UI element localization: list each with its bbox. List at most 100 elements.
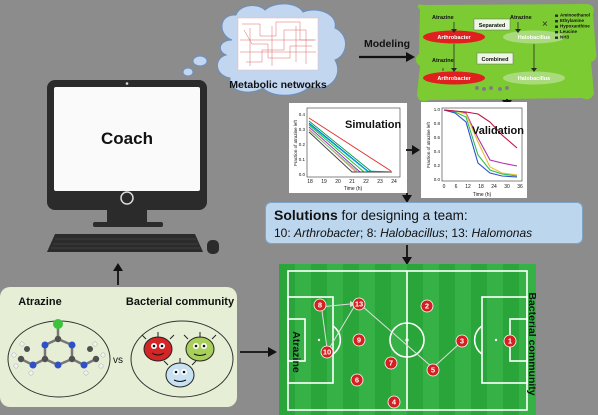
player-10-number: 10 [323,348,331,357]
validation-xtick: 18 [478,184,484,190]
simulation-xtick: 19 [321,179,327,185]
player-13-marker [352,297,366,311]
player-6-number: 6 [355,376,359,385]
thought-bubbles [182,55,208,77]
validation-xtick: 0 [443,184,446,190]
community-input-label: Bacterial community [126,296,235,308]
simulation-xtick: 18 [307,179,313,185]
cloud-label: Metabolic networks [229,79,327,91]
validation-label: Validation [472,125,524,137]
validation-ytick: 0.2 [434,163,441,168]
solution-number: 10: [274,226,295,240]
player-3-number: 3 [460,337,464,346]
input-to-field-arrow [240,347,277,357]
validation-xtick: 30 [504,184,510,190]
validation-xtick: 24 [491,184,497,190]
model-arthrobacter-top: Arthrobacter [437,35,471,41]
nutrient-item: Leucine [560,29,578,34]
solutions-title-bold: Solutions [274,207,338,223]
model-atrazine-top: Atrazine [432,15,454,21]
solution-species: Arthrobacter [294,226,361,240]
solution-number: ; 8: [360,226,381,240]
nutrient-item: NH3 [560,35,569,40]
solution-species: Halomonas [471,226,533,240]
player-9-number: 9 [357,336,361,345]
player-8-marker [313,298,327,312]
player-10-marker [320,345,334,359]
model-arthrobacter-bottom: Arthrobacter [437,76,471,82]
validation-plot [421,102,527,198]
solutions-box: Solutions for designing a team: 10: Arth… [265,202,583,244]
modeling-label: Modeling [364,38,410,50]
validation-ytick: 0.0 [434,177,441,182]
model-halobacillus-top: Halobacillus [518,35,550,41]
player-1-number: 1 [508,337,512,346]
model-panel: × [415,4,597,102]
simulation-xtick: 21 [349,179,355,185]
solution-number: ; 13: [444,226,472,240]
coach-monitor [47,80,207,227]
solutions-team-line: 10: Arthrobacter; 8: Halobacillus; 13: H… [274,226,574,240]
validation-ylabel: Fraction of atrazine left [426,121,431,168]
vs-label: vs [113,355,123,366]
bacterium-red-icon [141,332,175,362]
simulation-ytick: 0.1 [299,157,306,162]
players-layer: 8 13 2 10 9 3 1 7 5 6 4 [313,297,517,409]
validation-xlabel: Time (h) [473,192,492,198]
simulation-to-validation-arrow [406,145,420,155]
solutions-title: Solutions for designing a team: [274,207,574,223]
player-4-number: 4 [392,398,397,407]
atrazine-input-label: Atrazine [18,296,61,308]
nutrient-item: Ethylamine [560,18,585,23]
player-8-number: 8 [318,301,322,310]
solutions-to-field-arrow [402,245,412,265]
validation-xtick: 12 [465,184,471,190]
simulation-ytick: 0.2 [299,142,306,147]
simulation-ytick: 0.0 [299,172,306,177]
validation-xtick: 36 [517,184,523,190]
validation-ytick: 0.4 [434,149,441,154]
simulation-plot [289,103,407,193]
player-6-marker [350,373,364,387]
svg-text:×: × [542,19,548,30]
simulation-xlabel: Time (h) [344,186,363,192]
simulation-ytick: 0.3 [299,127,306,132]
validation-xtick: 6 [455,184,458,190]
player-5-marker [426,363,440,377]
nutrient-item: Hypoxanthine [560,24,590,29]
player-7-number: 7 [389,359,393,368]
pass-lines [319,303,460,368]
keyboard [47,234,219,254]
simulation-ytick: 0.4 [299,112,306,117]
simulation-xtick: 23 [377,179,383,185]
player-13-number: 13 [355,300,363,309]
coach-label: Coach [101,129,153,148]
solution-species: Halobacillus [380,226,445,240]
bacterium-blue-icon [163,358,197,388]
validation-ytick: 0.8 [434,121,441,126]
player-7-marker [384,356,398,370]
simulation-ylabel: Fraction of atrazine left [293,119,298,166]
player-4-marker [387,395,401,409]
simulation-xtick: 20 [335,179,341,185]
validation-ytick: 0.6 [434,135,441,140]
simulation-label: Simulation [345,119,402,131]
model-separated-label: Separated [479,23,506,29]
player-2-marker [420,299,434,313]
right-team-label: Bacterial community [526,292,536,395]
nutrient-item: Aminoethanol [560,13,590,18]
player-1-marker [503,334,517,348]
validation-ytick: 1.0 [434,107,441,112]
metabolic-network-graphic [237,17,319,71]
model-atrazine-bottom: Atrazine [432,58,454,64]
bacterium-green-icon [183,332,217,362]
model-atrazine-top2: Atrazine [510,15,532,21]
soccer-field: 8 13 2 10 9 3 1 7 5 6 4 Atrazine Bacterial communi… [279,264,536,415]
input-panel-graphic: Atrazine Bacterial community vs [7,296,235,398]
model-halobacillus-bottom: Halobacillus [518,76,550,82]
player-2-number: 2 [425,302,429,311]
input-to-coach-arrow [113,263,123,285]
player-5-number: 5 [431,366,435,375]
left-team-label: Atrazine [290,331,302,373]
